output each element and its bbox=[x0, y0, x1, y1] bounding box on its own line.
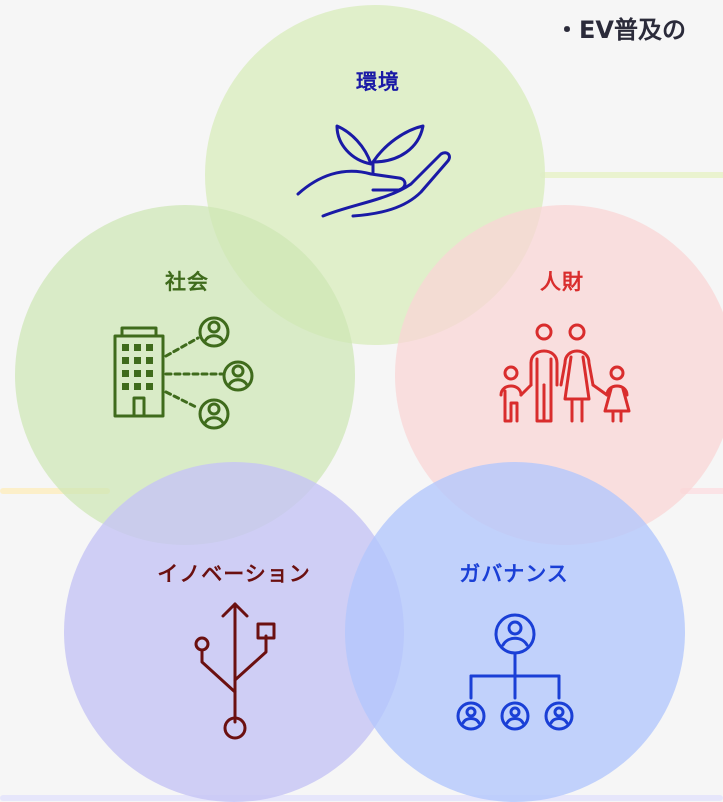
building-network-icon bbox=[113, 316, 254, 430]
background-line-left bbox=[0, 488, 110, 494]
header-text: ・EV普及の bbox=[555, 16, 686, 44]
innovation-label: イノベーション bbox=[157, 562, 311, 586]
usb-icon bbox=[194, 602, 276, 740]
background-line-bottom bbox=[0, 795, 723, 801]
human-resources-label: 人財 bbox=[540, 270, 584, 294]
background-line-right bbox=[680, 488, 723, 494]
governance-label: ガバナンス bbox=[459, 562, 569, 586]
plant-in-hand-icon bbox=[296, 124, 451, 218]
family-icon bbox=[499, 323, 631, 423]
governance-circle bbox=[345, 462, 685, 802]
background-line-top bbox=[540, 172, 723, 178]
society-label: 社会 bbox=[165, 270, 209, 294]
org-chart-icon bbox=[456, 613, 574, 731]
environment-label: 環境 bbox=[356, 70, 400, 94]
